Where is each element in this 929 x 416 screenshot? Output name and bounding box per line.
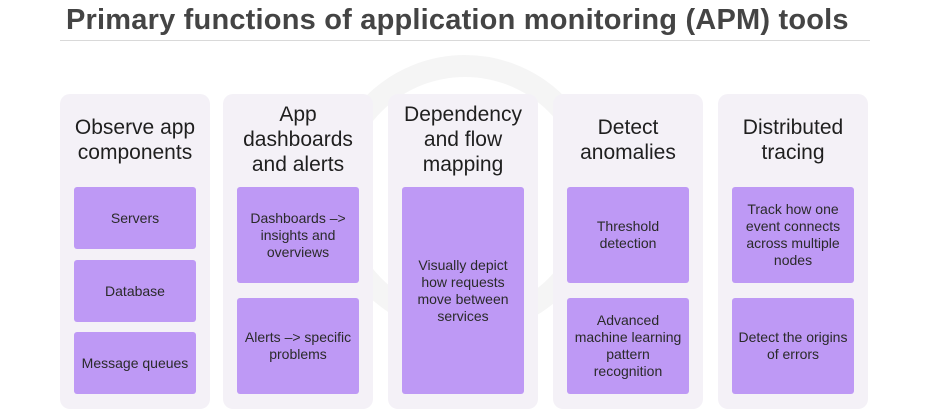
card-database: Database <box>74 260 196 322</box>
column-detect-anomalies: Detect anomalies Threshold detection Adv… <box>553 94 703 409</box>
column-heading: Observe app components <box>74 116 196 164</box>
card-track-event: Track how one event connects across mult… <box>732 187 854 283</box>
column-app-dashboards-and-alerts: App dashboards and alerts Dashboards –> … <box>223 94 373 409</box>
card-visually-depict: Visually depict how requests move betwee… <box>402 187 524 394</box>
column-observe-app-components: Observe app components Servers Database … <box>60 94 210 409</box>
column-heading: App dashboards and alerts <box>243 103 353 176</box>
title-divider <box>60 40 870 41</box>
column-distributed-tracing: Distributed tracing Track how one event … <box>718 94 868 409</box>
column-heading: Dependency and flow mapping <box>404 103 522 176</box>
column-dependency-and-flow-mapping: Dependency and flow mapping Visually dep… <box>388 94 538 409</box>
column-heading: Detect anomalies <box>580 116 676 164</box>
card-machine-learning: Advanced machine learning pattern recogn… <box>567 298 689 394</box>
card-servers: Servers <box>74 187 196 249</box>
card-threshold-detection: Threshold detection <box>567 187 689 283</box>
card-message-queues: Message queues <box>74 332 196 394</box>
page-title: Primary functions of application monitor… <box>66 4 849 36</box>
column-heading: Distributed tracing <box>742 116 844 164</box>
card-dashboards: Dashboards –> insights and overviews <box>237 187 359 283</box>
card-detect-errors: Detect the origins of errors <box>732 298 854 394</box>
card-alerts: Alerts –> specific problems <box>237 298 359 394</box>
